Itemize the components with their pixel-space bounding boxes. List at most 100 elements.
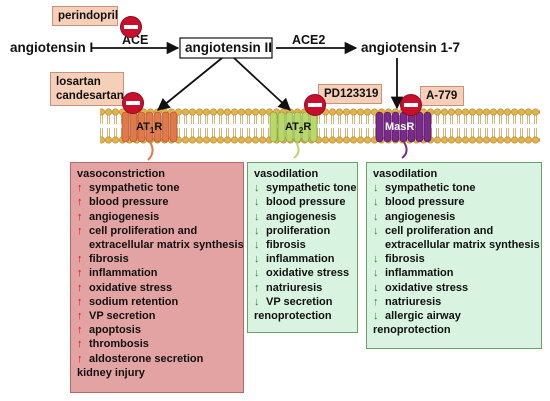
arrow-down-icon: ↓ [254,196,260,209]
effect-text: angiogenesis [385,210,456,223]
effect-item: ↓ blood pressure [373,195,541,209]
effect-text: thrombosis [89,338,149,351]
arb-box: losartan candesartan [50,72,124,106]
effect-item: ↑ natriuresis [254,281,357,295]
effect-item: ↓cell proliferation and [373,224,541,238]
effect-text: inflammation [266,253,335,266]
arb-inhibit-icon [122,92,144,114]
arrow-up-icon: ↑ [77,210,83,223]
arrow-down-icon: ↓ [373,196,379,209]
effect-item: ↑oxidative stress [77,281,243,295]
arrow-up-icon: ↑ [77,310,83,323]
arrow-up-icon: ↑ [77,182,83,195]
effect-text: natriuresis [266,281,323,294]
arrow-to-at2r [233,57,291,111]
effect-item: extracellular matrix synthesis [373,238,541,252]
arrow-down-icon: ↓ [254,295,260,308]
at2r-effects-footer: renoprotection [254,310,332,323]
arrow-up-icon: ↑ [373,295,379,308]
arrow-down-icon: ↓ [254,239,260,252]
ace2-label: ACE2 [292,33,326,47]
masr-effects-footer: renoprotection [373,324,451,337]
at2r-receptor-shape [269,111,318,159]
effect-item: ↑aldosterone secretion [77,352,243,366]
pd123319-box: PD123319 [318,84,382,104]
a779-label: A-779 [426,90,458,102]
effect-item: ↓ VP secretion [254,295,357,309]
effect-text: angiogenesis [89,210,160,223]
masr-receptor-shape [375,111,432,159]
effect-item: ↑ cell proliferation and [77,224,243,238]
arrow-down-icon: ↓ [373,281,379,294]
effect-text: fibrosis [89,253,129,266]
effect-item: ↑ fibrosis [77,252,243,266]
effect-text: blood pressure [266,196,346,209]
arrow-up-icon: ↑ [77,224,83,237]
at1r-effects-list: ↑sympathetic tone↑blood pressure↑angioge… [77,181,244,366]
effect-text: extracellular matrix synthesis [89,239,244,252]
arrow-up-icon: ↑ [254,281,260,294]
masr-effects-list: ↓ sympathetic tone ↓ blood pressure ↓ angioge… [373,181,541,323]
effect-item: ↓oxidative stress [373,281,541,295]
effect-text: sympathetic tone [385,182,476,195]
at1r-effects-header: vasoconstriction [77,168,166,180]
a779-box: A-779 [420,86,464,106]
arrow-up-icon: ↑ [77,267,83,280]
effect-text: cell proliferation and [385,224,494,237]
effect-text: fibrosis [266,239,306,252]
effect-item: ↑ sympathetic tone [77,181,243,195]
effect-text: sympathetic tone [89,182,180,195]
effect-text: aldosterone secretion [89,352,204,365]
a779-inhibit-icon [400,94,422,116]
effect-item: ↓allergic airway [373,309,541,323]
effect-text: cell proliferation and [89,224,198,237]
angiotensin-ii-label: angiotensin II [185,40,273,55]
pd123319-inhibit-icon [304,94,326,116]
angiotensin-ii-box [179,37,273,59]
effect-text: oxidative stress [266,267,350,280]
arrow-down-icon: ↓ [254,267,260,280]
effect-text: inflammation [89,267,158,280]
effect-item: ↑apoptosis [77,323,243,337]
effect-item: ↑ VP secretion [77,309,243,323]
effect-item: ↓fibrosis [373,252,541,266]
arrow-up-icon: ↑ [77,253,83,266]
effect-item: ↑ inflammation [77,266,243,280]
effect-text: VP secretion [266,295,333,308]
arrow-down-icon: ↓ [373,210,379,223]
effect-text: allergic airway [385,310,461,323]
indent-spacer [373,238,385,252]
at1r-receptor-shape [121,111,178,161]
perindopril-box: perindopril [52,6,118,26]
effect-item: extracellular matrix synthesis [77,238,244,252]
effect-text: extracellular matrix synthesis [385,239,540,252]
effect-text: sympathetic tone [266,182,357,195]
effect-item: ↓ inflammation [254,252,357,266]
masr-effects-header: vasodilation [373,168,438,180]
masr-effects-panel: vasodilation ↓ sympathetic tone ↓ blood pre… [366,162,542,349]
angiotensin-i-label: angiotensin I [10,40,94,55]
indent-spacer [77,238,89,252]
effect-item: ↓angiogenesis [254,210,357,224]
at2r-effects-list: ↓ sympathetic tone ↓ blood pressure↓angioge… [254,181,357,309]
effect-text: apoptosis [89,324,141,337]
at2r-effects-panel: vasodilation ↓ sympathetic tone ↓ blood pre… [247,162,358,333]
effect-item: ↓ oxidative stress [254,266,357,280]
at1r-label: AT1R [136,121,163,136]
effect-item: ↑blood pressure [77,195,243,209]
arrow-down-icon: ↓ [373,267,379,280]
effect-item: ↑thrombosis [77,337,243,351]
effect-item: ↓ sympathetic tone [254,181,357,195]
perindopril-label: perindopril [58,10,119,22]
arrow-up-icon: ↑ [77,295,83,308]
candesartan-label: candesartan [56,90,124,102]
arrow-down-icon: ↓ [254,253,260,266]
at2r-effects-header: vasodilation [254,168,319,180]
effect-text: proliferation [266,224,331,237]
effect-item: ↑sodium retention [77,295,243,309]
effect-item: ↑natriuresis [373,295,541,309]
effect-text: blood pressure [385,196,465,209]
arrow-down-icon: ↓ [254,182,260,195]
effect-text: VP secretion [89,310,156,323]
